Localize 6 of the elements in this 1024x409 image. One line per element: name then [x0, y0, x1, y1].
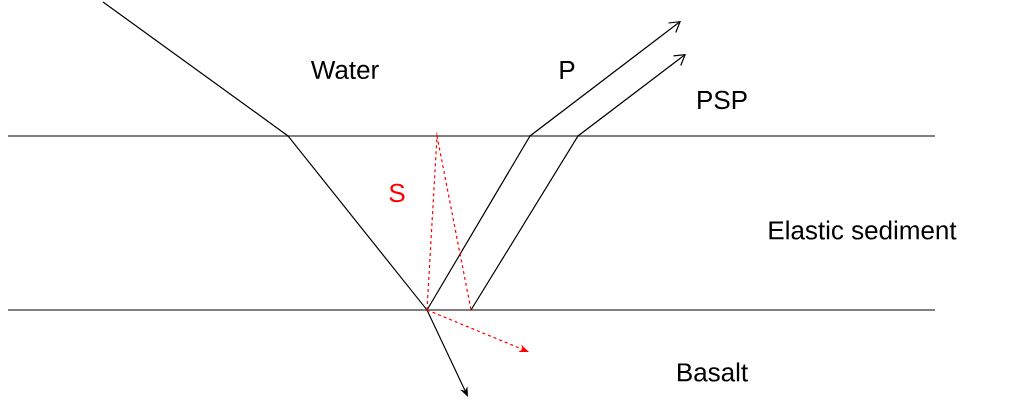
ray-label: P: [560, 61, 575, 79]
layer-label: Water: [310, 60, 379, 80]
layer-label: Basalt: [678, 362, 748, 382]
ray-label: S: [389, 183, 405, 203]
ray-label: PSP: [698, 90, 747, 110]
layer-label: Elastic sediment: [769, 220, 957, 240]
